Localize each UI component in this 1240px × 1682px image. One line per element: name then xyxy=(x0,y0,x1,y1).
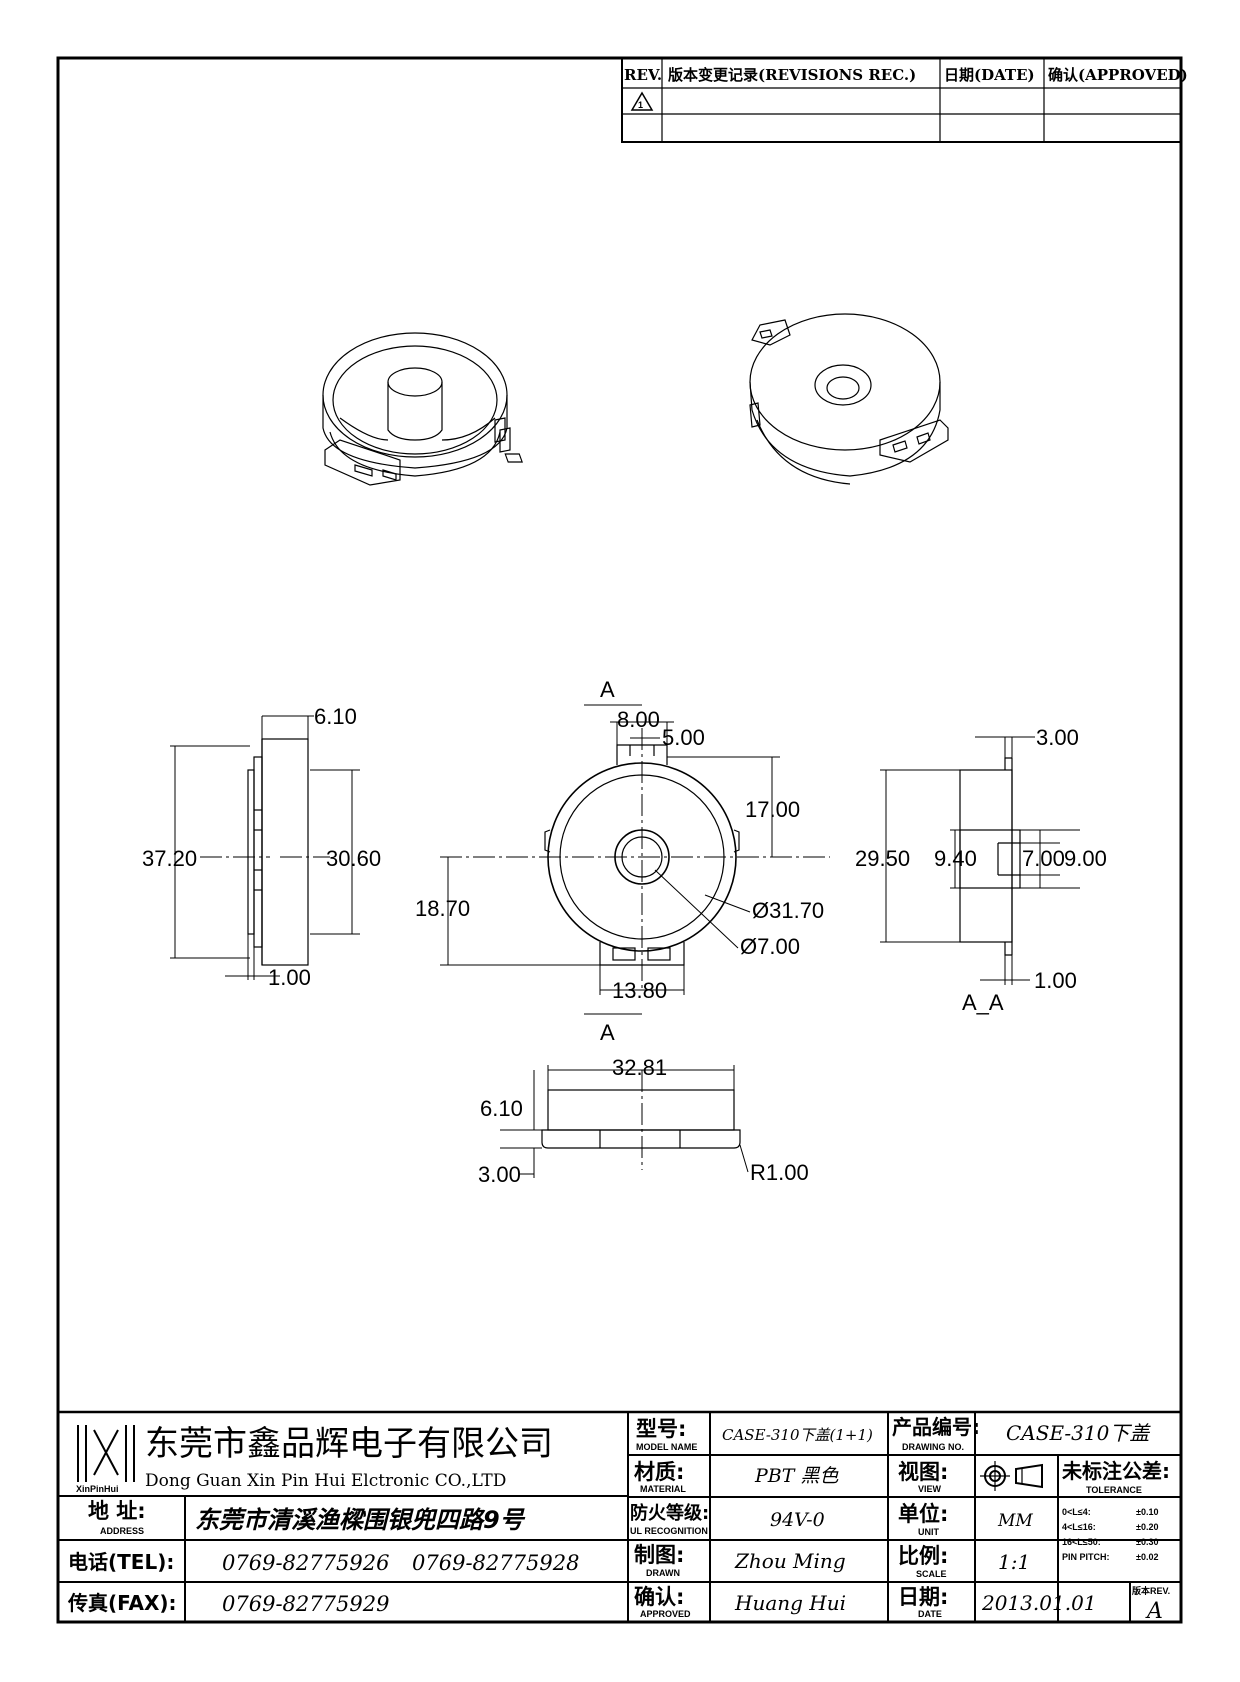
drawing-no-label-en: DRAWING NO. xyxy=(902,1442,964,1452)
address-value: 东莞市清溪渔樑围银兜四路9号 xyxy=(195,1506,526,1534)
tolerance-range: 16<L≤50: xyxy=(1062,1537,1101,1547)
dim-tab-width: 8.00 xyxy=(617,707,660,732)
dim-hole-dia: Ø7.00 xyxy=(740,934,800,959)
logo-text: XinPinHui xyxy=(76,1484,119,1494)
rev-value: A xyxy=(1145,1599,1163,1624)
date-header: 日期(DATE) xyxy=(944,66,1035,84)
dim-center-to-top: 17.00 xyxy=(745,797,800,822)
dim-bottom-step: 3.00 xyxy=(478,1162,521,1187)
dim-side-width: 6.10 xyxy=(314,704,357,729)
scale-value: 1:1 xyxy=(998,1550,1030,1574)
dim-tab-slot: 5.00 xyxy=(662,725,705,750)
company-name-en: Dong Guan Xin Pin Hui Elctronic CO.,LTD xyxy=(145,1471,506,1491)
bottom-view: 32.81 6.10 3.00 R1.00 xyxy=(478,1055,809,1187)
dim-side-height: 37.20 xyxy=(142,846,197,871)
section-label-bottom: A xyxy=(600,1020,615,1045)
company-name-cn: 东莞市鑫品辉电子有限公司 xyxy=(145,1424,553,1464)
ul-value: 94V-0 xyxy=(770,1509,825,1531)
front-view: A A 8.00 5.00 17.00 18.70 Ø31.70 Ø7.00 1… xyxy=(415,677,830,1045)
scale-label-en: SCALE xyxy=(916,1569,947,1579)
revision-triangle-icon: 1 xyxy=(630,91,654,111)
dim-section-hole: 7.00 xyxy=(1022,846,1065,871)
material-value: PBT 黑色 xyxy=(754,1465,839,1487)
drawn-value: Zhou Ming xyxy=(734,1549,846,1573)
tolerance-label-en: TOLERANCE xyxy=(1086,1485,1142,1495)
date-label-en: DATE xyxy=(918,1609,942,1619)
date-label: 日期: xyxy=(898,1585,948,1609)
tolerance-value: ±0.30 xyxy=(1136,1537,1158,1547)
unit-label-en: UNIT xyxy=(918,1527,939,1537)
unit-value: MM xyxy=(997,1511,1033,1531)
company-logo: XinPinHui xyxy=(76,1425,135,1494)
revision-row-1-rev: 1 xyxy=(638,100,643,110)
drawing-no-value: CASE-310下盖 xyxy=(1006,1421,1151,1445)
view-label: 视图: xyxy=(898,1460,948,1484)
date-value: 2013.01.01 xyxy=(981,1591,1097,1615)
dim-center-to-bottom: 18.70 xyxy=(415,896,470,921)
rev-header: REV. xyxy=(624,66,662,84)
view-label-en: VIEW xyxy=(918,1484,942,1494)
drawn-label-en: DRAWN xyxy=(646,1568,680,1578)
tolerance-label: 未标注公差: xyxy=(1062,1459,1170,1483)
tolerance-value: ±0.10 xyxy=(1136,1507,1158,1517)
section-view: 3.00 29.50 9.40 7.00 9.00 1.00 A_A xyxy=(855,725,1107,1015)
tolerance-range: 4<L≤16: xyxy=(1062,1522,1096,1532)
address-label: 地 址: xyxy=(88,1499,146,1523)
side-view: 6.10 37.20 30.60 1.00 xyxy=(142,704,381,990)
tolerance-table: 0<L≤4: ±0.10 4<L≤16: ±0.20 16<L≤50: ±0.3… xyxy=(1062,1507,1158,1562)
approved-header: 确认(APPROVED) xyxy=(1048,66,1188,84)
model-value: CASE-310下盖(1+1) xyxy=(722,1426,873,1444)
dim-side-flange: 1.00 xyxy=(268,965,311,990)
tel-label: 电话(TEL): xyxy=(68,1550,174,1574)
address-label-en: ADDRESS xyxy=(100,1526,144,1536)
revision-table: REV. 版本变更记录(REVISIONS REC.) 日期(DATE) 确认(… xyxy=(621,57,1188,143)
title-block: XinPinHui 东莞市鑫品辉电子有限公司 Dong Guan Xin Pin… xyxy=(56,1410,1183,1624)
record-header: 版本变更记录(REVISIONS REC.) xyxy=(668,66,916,84)
tolerance-value: ±0.20 xyxy=(1136,1522,1158,1532)
dim-outer-dia: Ø31.70 xyxy=(752,898,824,923)
model-label-en: MODEL NAME xyxy=(636,1442,697,1452)
section-label: A_A xyxy=(962,990,1004,1015)
projection-symbol-icon xyxy=(980,1461,1043,1491)
isometric-view-top xyxy=(322,332,523,486)
dim-section-boss: 9.40 xyxy=(934,846,977,871)
tolerance-value: ±0.02 xyxy=(1136,1552,1158,1562)
material-label: 材质: xyxy=(634,1460,684,1484)
model-label: 型号: xyxy=(636,1417,686,1441)
dim-bottom-length: 32.81 xyxy=(612,1055,667,1080)
isometric-view-bottom xyxy=(749,313,949,485)
dim-section-boss-outer: 9.00 xyxy=(1064,846,1107,871)
unit-label: 单位: xyxy=(898,1502,948,1526)
approved-label: 确认: xyxy=(634,1585,684,1609)
approved-label-en: APPROVED xyxy=(640,1609,691,1619)
fax-value: 0769-82775929 xyxy=(222,1592,389,1616)
tolerance-range: PIN PITCH: xyxy=(1062,1552,1110,1562)
tel-value-2: 0769-82775928 xyxy=(412,1551,579,1575)
approved-value: Huang Hui xyxy=(734,1591,846,1615)
drawn-label: 制图: xyxy=(634,1543,684,1567)
scale-label: 比例: xyxy=(898,1544,948,1568)
section-label-top: A xyxy=(600,677,615,702)
dim-side-inner: 30.60 xyxy=(326,846,381,871)
dim-section-flange: 1.00 xyxy=(1034,968,1077,993)
ul-label: 防火等级: xyxy=(630,1502,709,1524)
dim-bottom-radius: R1.00 xyxy=(750,1160,809,1185)
dim-bottom-height: 6.10 xyxy=(480,1096,523,1121)
dim-section-height: 29.50 xyxy=(855,846,910,871)
dim-bottom-tab-width: 13.80 xyxy=(612,978,667,1003)
fax-label: 传真(FAX): xyxy=(67,1591,177,1615)
material-label-en: MATERIAL xyxy=(640,1484,686,1494)
tel-value-1: 0769-82775926 xyxy=(222,1551,389,1575)
ul-label-en: UL RECOGNITION xyxy=(630,1526,708,1536)
drawing-no-label: 产品编号: xyxy=(892,1415,980,1439)
rev-label: 版本REV. xyxy=(1131,1585,1170,1596)
dim-section-top: 3.00 xyxy=(1036,725,1079,750)
tolerance-range: 0<L≤4: xyxy=(1062,1507,1091,1517)
